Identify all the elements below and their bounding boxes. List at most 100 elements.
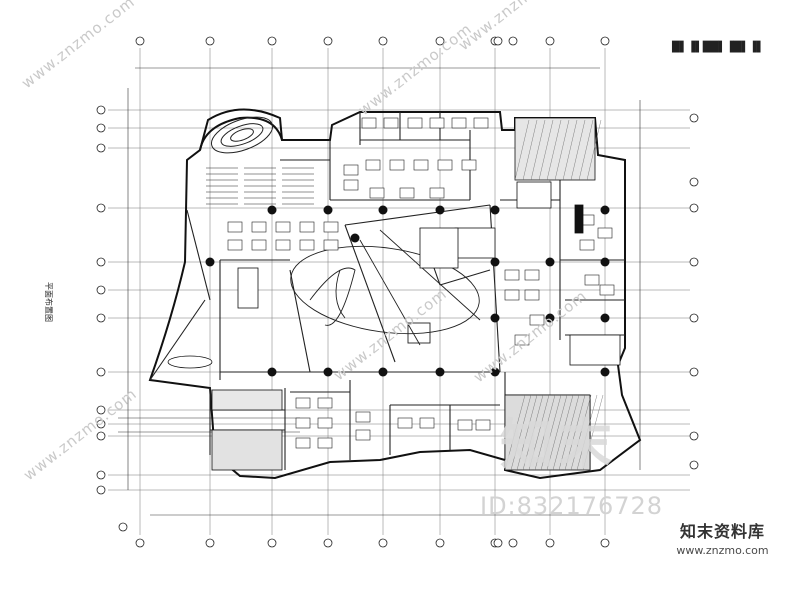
hatch-line — [582, 394, 604, 471]
axis-bubble-bottom — [600, 538, 610, 548]
desk — [457, 419, 473, 431]
desk — [275, 221, 291, 233]
desk — [343, 164, 359, 176]
desk — [475, 419, 491, 431]
axis-bubble-left — [96, 485, 106, 495]
curved-stair-lobby — [210, 116, 274, 154]
column — [600, 257, 610, 267]
desk — [529, 314, 545, 326]
hatch-line — [522, 119, 538, 181]
column — [323, 205, 333, 215]
desk — [227, 239, 243, 251]
desk — [299, 221, 315, 233]
hatch-line — [562, 119, 578, 181]
axis-bubble-left — [96, 405, 106, 415]
desk — [473, 117, 489, 129]
exterior-walls — [148, 108, 642, 480]
drawing-side-label: 平面布置图 — [44, 282, 54, 322]
desk — [343, 179, 359, 191]
column — [435, 205, 445, 215]
desk — [355, 411, 371, 423]
hatch-line — [504, 394, 526, 471]
desk — [437, 159, 453, 171]
column — [267, 367, 277, 377]
column — [600, 313, 610, 323]
title-block: █▌▐▌██▌▐█▌▐▌ — [671, 40, 764, 53]
axis-bubble-left — [96, 313, 106, 323]
workstation-furniture — [227, 117, 615, 449]
desk — [383, 117, 399, 129]
axis-bubble-left — [96, 431, 106, 441]
hatch-line — [510, 394, 532, 471]
axis-bubble-top — [323, 36, 333, 46]
axis-bubble-right — [689, 313, 699, 323]
axis-bubble-left — [96, 123, 106, 133]
desk — [275, 239, 291, 251]
hatch-line — [528, 394, 550, 471]
column — [490, 367, 500, 377]
desk — [461, 159, 477, 171]
axis-bubble-bottom — [508, 538, 518, 548]
axis-bubble-right — [689, 203, 699, 213]
axis-bubble-right — [689, 113, 699, 123]
column — [323, 367, 333, 377]
brand-url: www.znzmo.com — [676, 544, 769, 557]
desk — [295, 397, 311, 409]
desk — [295, 417, 311, 429]
brand-name: 知末资料库 — [679, 522, 765, 541]
column — [490, 257, 500, 267]
hatch-line — [546, 394, 568, 471]
hatch-line — [554, 119, 570, 181]
hatch-line — [570, 394, 592, 471]
hatch-line — [534, 394, 556, 471]
column — [490, 205, 500, 215]
desk — [407, 117, 423, 129]
axis-bubble-left — [96, 143, 106, 153]
desk — [413, 159, 429, 171]
axis-bubble-top — [267, 36, 277, 46]
brand-footer: 知末资料库 www.znzmo.com — [655, 518, 790, 557]
axis-bubble-bottom — [493, 538, 503, 548]
service-cores — [167, 117, 621, 471]
desk — [419, 417, 435, 429]
desk — [389, 159, 405, 171]
axis-bubble-bottom — [267, 538, 277, 548]
axis-bubble-left — [96, 257, 106, 267]
axis-bubble-left — [96, 367, 106, 377]
axis-bubble-right — [689, 177, 699, 187]
structural-columns — [205, 205, 610, 377]
desk — [397, 417, 413, 429]
central-atrium — [290, 229, 481, 346]
desk — [251, 239, 267, 251]
desk — [299, 239, 315, 251]
axis-bubble-bottom — [323, 538, 333, 548]
axis-bubble-right — [689, 367, 699, 377]
hatch-line — [552, 394, 574, 471]
axis-bubble-left — [96, 419, 106, 429]
axis-bubble-top — [135, 36, 145, 46]
axis-bubbles — [96, 36, 699, 548]
column — [490, 313, 500, 323]
desk — [317, 417, 333, 429]
axis-bubble-bottom — [205, 538, 215, 548]
axis-bubble-top — [600, 36, 610, 46]
hatch-line — [516, 394, 538, 471]
axis-bubble-top — [378, 36, 388, 46]
hatch-line — [540, 394, 562, 471]
axis-bubble-left — [118, 522, 128, 532]
desk — [361, 117, 377, 129]
axis-bubble-top — [508, 36, 518, 46]
hatch-line — [576, 394, 598, 471]
axis-bubble-top — [205, 36, 215, 46]
column — [545, 257, 555, 267]
column — [545, 313, 555, 323]
hatch-line — [538, 119, 554, 181]
column — [600, 205, 610, 215]
desk — [451, 117, 467, 129]
axis-bubble-top — [493, 36, 503, 46]
axis-bubble-right — [689, 431, 699, 441]
column — [378, 367, 388, 377]
desk — [227, 221, 243, 233]
column — [435, 367, 445, 377]
